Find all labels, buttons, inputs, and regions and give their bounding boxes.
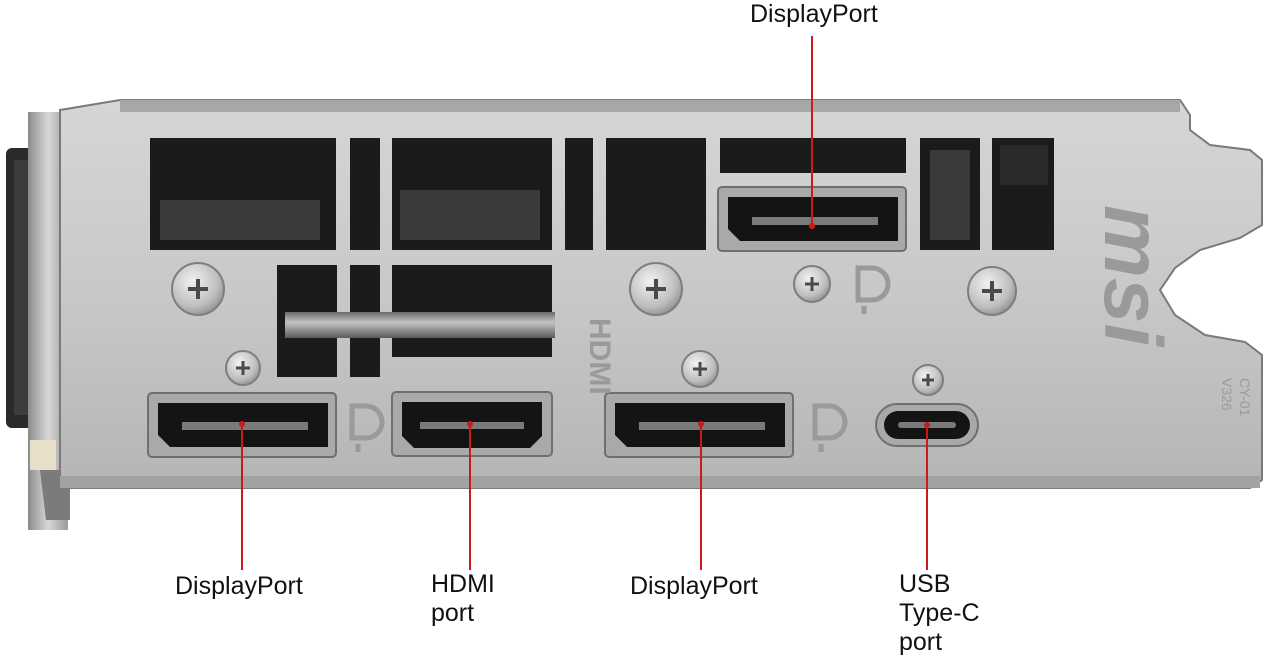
screw-icon [967,266,1017,316]
card-shroud-edge [6,112,70,530]
vent-interior-details [160,145,1048,240]
leader-dots [239,223,930,428]
support-rod [285,312,555,338]
screw-icon [171,262,225,316]
label-usbc-line1: USB [899,570,950,598]
screw-icon [681,350,719,388]
bracket-top-fold [120,100,1180,112]
label-bottom-left-displayport: DisplayPort [175,572,303,600]
bracket-bottom-fold [60,476,1260,488]
screw-icon [225,350,261,386]
displayport-logo-icon [349,403,385,452]
hdmi-engraving: HDMI [583,318,616,395]
label-usbc-line2: Type-C [899,599,980,627]
displayport-logo-icon [855,265,891,314]
screw-icon [912,364,944,396]
displayport-logo-icon [812,403,848,452]
label-hdmi-line1: HDMI [431,570,495,598]
screw-icon [629,262,683,316]
screw-icon [793,265,831,303]
model-engraving-line1: V326 [1219,378,1235,411]
label-bottom-middle-displayport: DisplayPort [630,572,758,600]
label-hdmi-line2: port [431,599,474,627]
model-engraving-line2: CY-01 [1237,378,1253,417]
label-top-displayport: DisplayPort [750,0,878,28]
leader-lines [241,36,928,570]
msi-logo-icon: msi [1087,205,1178,349]
label-usbc-line3: port [899,628,942,656]
